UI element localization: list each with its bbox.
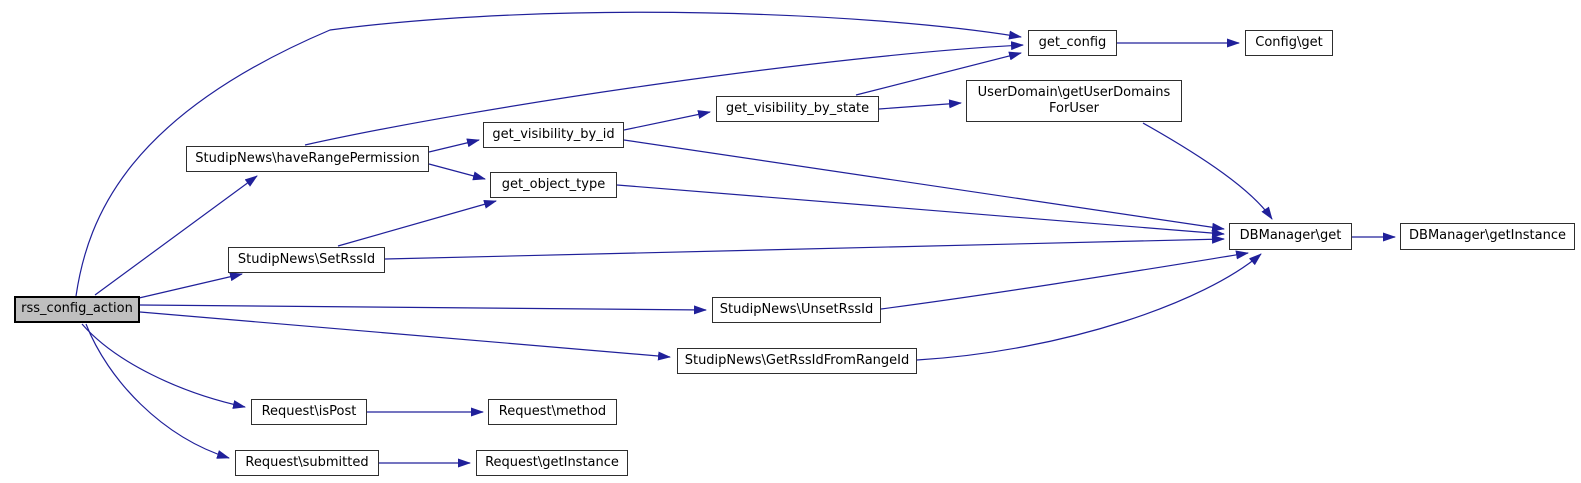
edge-rss_config_action-request_isPost <box>81 323 246 409</box>
node-setRssId[interactable]: StudipNews\SetRssId <box>228 247 385 273</box>
edge-userdomain_getUserDomainsForUser-dbmanager_get <box>1142 122 1273 220</box>
edge-rss_config_action-unsetRssId <box>139 304 707 315</box>
node-request_method[interactable]: Request\method <box>488 399 617 425</box>
node-get_config[interactable]: get_config <box>1028 30 1117 56</box>
edge-haveRangePermission-get_config <box>304 41 1024 146</box>
edge-rss_config_action-haveRangePermission <box>94 175 258 296</box>
node-request_isPost[interactable]: Request\isPost <box>251 399 367 425</box>
edge-rss_config_action-getRssIdFromRangeId <box>139 311 671 361</box>
node-dbmanager_getInstance[interactable]: DBManager\getInstance <box>1400 223 1575 250</box>
node-request_getInstance[interactable]: Request\getInstance <box>476 450 628 476</box>
edge-setRssId-dbmanager_get <box>384 234 1225 260</box>
edge-get_visibility_by_id-get_visibility_by_state <box>623 110 711 131</box>
edge-unsetRssId-dbmanager_get <box>880 250 1249 310</box>
node-config_get[interactable]: Config\get <box>1245 30 1333 56</box>
node-get_visibility_by_state[interactable]: get_visibility_by_state <box>716 96 879 122</box>
edge-rss_config_action-setRssId <box>138 272 243 299</box>
edge-get_visibility_by_state-userdomain_getUserDomainsForUser <box>878 99 962 110</box>
edge-get_visibility_by_id-dbmanager_get <box>623 139 1225 232</box>
node-get_object_type[interactable]: get_object_type <box>490 172 617 198</box>
edge-rss_config_action-get_config <box>75 11 1022 297</box>
node-request_submitted[interactable]: Request\submitted <box>235 450 379 476</box>
edge-get_visibility_by_state-get_config <box>855 51 1022 96</box>
edge-haveRangePermission-get_object_type <box>428 163 486 181</box>
node-rss_config_action[interactable]: rss_config_action <box>14 296 140 323</box>
edge-get_object_type-dbmanager_get <box>616 184 1225 238</box>
edge-rss_config_action-request_submitted <box>85 323 230 459</box>
edge-haveRangePermission-get_visibility_by_id <box>428 138 480 153</box>
node-getRssIdFromRangeId[interactable]: StudipNews\GetRssIdFromRangeId <box>677 348 917 374</box>
edge-getRssIdFromRangeId-dbmanager_get <box>916 253 1262 361</box>
node-dbmanager_get[interactable]: DBManager\get <box>1229 223 1352 250</box>
node-unsetRssId[interactable]: StudipNews\UnsetRssId <box>712 297 881 323</box>
edge-setRssId-get_object_type <box>337 199 497 247</box>
node-userdomain_getUserDomainsForUser[interactable]: UserDomain\getUserDomains ForUser <box>966 80 1182 122</box>
node-haveRangePermission[interactable]: StudipNews\haveRangePermission <box>186 146 429 172</box>
node-get_visibility_by_id[interactable]: get_visibility_by_id <box>483 122 624 148</box>
